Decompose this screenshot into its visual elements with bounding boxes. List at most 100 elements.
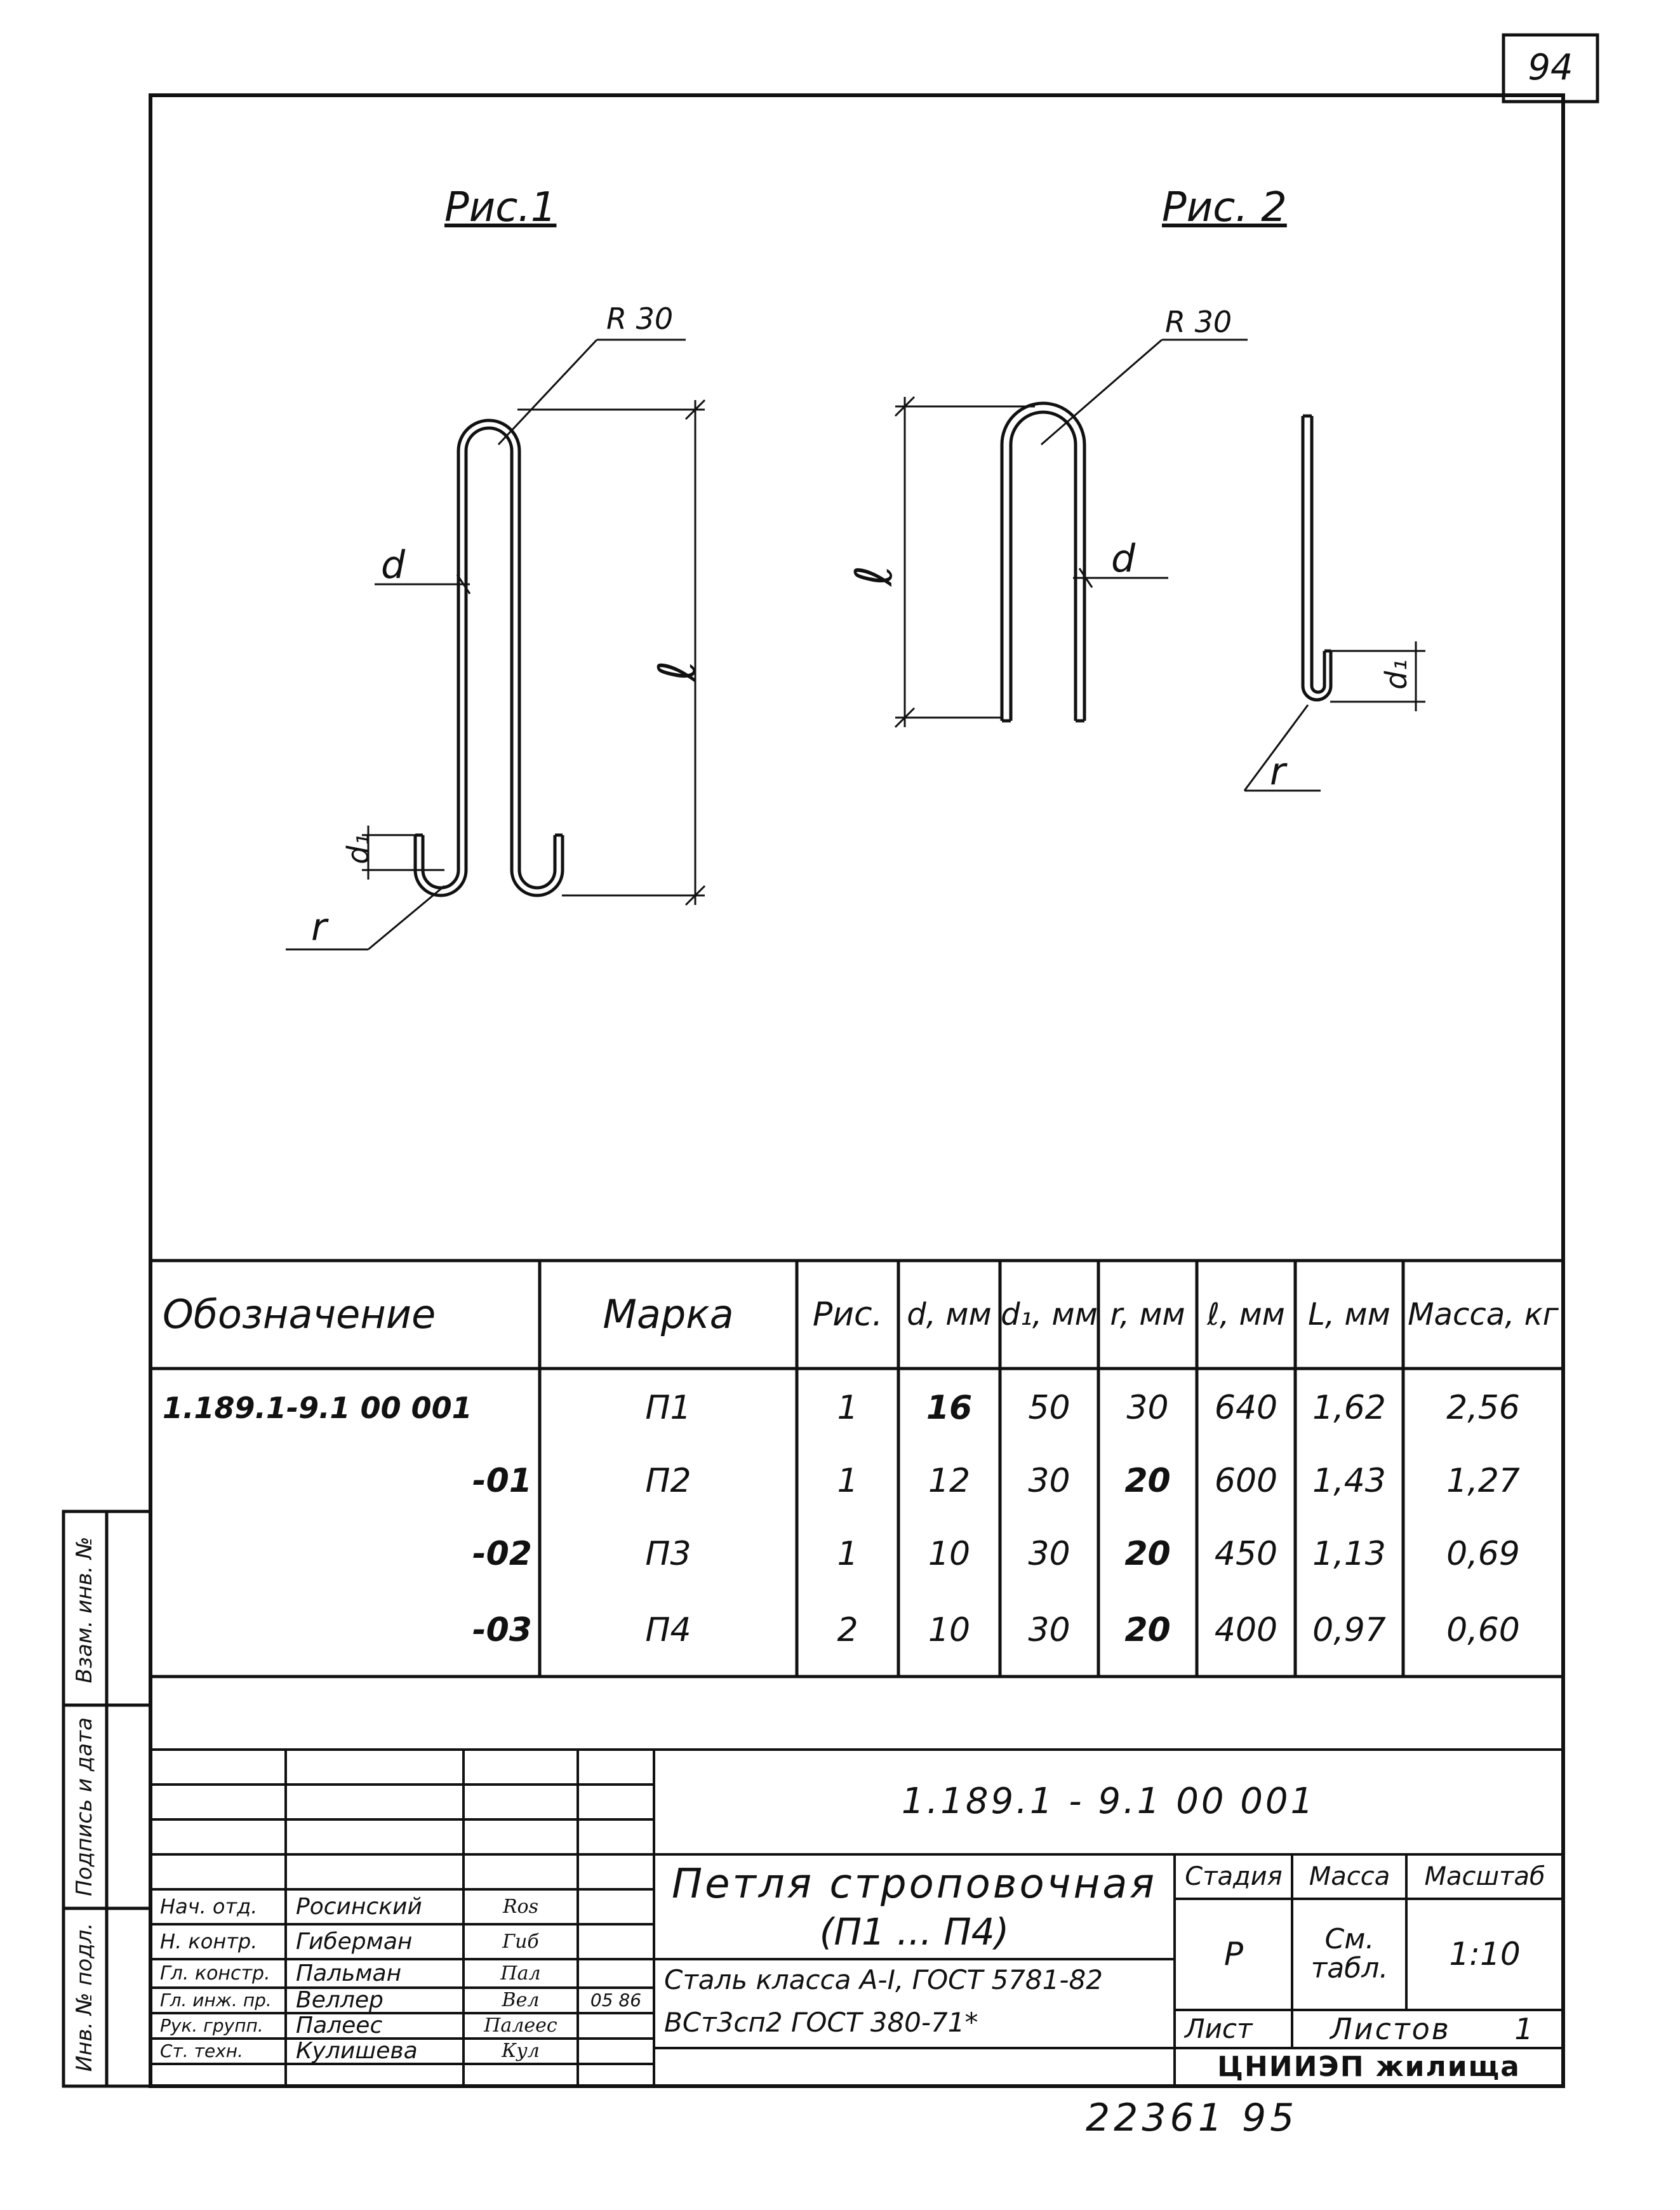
cell-L: 1,13 [1312, 1535, 1386, 1574]
staff-role: Рук. групп. [160, 2015, 263, 2037]
staff-signature: Пал [500, 1962, 541, 1985]
mass-label: Масса [1309, 1862, 1390, 1891]
figure-2-loop [1000, 401, 1086, 723]
sheet-frame [149, 93, 1565, 2088]
cell-mass: 1,27 [1446, 1462, 1520, 1501]
figure-1-l-label: ℓ [648, 660, 707, 682]
cell-l: 400 [1214, 1611, 1278, 1650]
staff-name: Росинский [296, 1893, 422, 1920]
scale-value: 1:10 [1449, 1935, 1521, 1972]
sheets-label: Листов [1330, 2011, 1451, 2046]
figure-2-l-label: ℓ [844, 565, 904, 587]
spec-table-grid [150, 1259, 1563, 1678]
cell-designation: -01 [472, 1462, 532, 1501]
document-title-line1: Петля строповочная [671, 1860, 1157, 1908]
cell-designation: 1.189.1-9.1 00 001 [163, 1391, 472, 1426]
staff-signature: Вел [502, 1989, 540, 2012]
cell-L: 1,43 [1312, 1462, 1386, 1501]
cell-r: 20 [1124, 1611, 1171, 1650]
figure-1-dimensions [286, 338, 706, 951]
cell-designation: -03 [472, 1611, 532, 1650]
staff-signature: Кул [502, 2040, 540, 2063]
header-d: d, мм [907, 1296, 992, 1332]
cell-l: 600 [1214, 1462, 1278, 1501]
corner-number: 94 [1528, 47, 1573, 89]
header-designation: Обозначение [163, 1291, 436, 1338]
cell-r: 20 [1124, 1462, 1171, 1501]
cell-L: 0,97 [1312, 1611, 1386, 1650]
header-mass: Масса, кг [1408, 1296, 1559, 1332]
cell-designation: -02 [472, 1535, 532, 1574]
staff-role: Гл. констр. [160, 1962, 270, 1985]
scale-label: Масштаб [1424, 1862, 1545, 1891]
header-L: L, мм [1308, 1296, 1390, 1332]
sheet-label: Лист [1185, 2012, 1253, 2044]
figure-1-r-label: r [311, 905, 327, 949]
figure-2-d1-label: d₁ [1378, 659, 1413, 690]
cell-d: 16 [926, 1389, 973, 1428]
staff-signature: Ros [502, 1895, 539, 1918]
cell-r: 30 [1126, 1389, 1169, 1428]
cell-figure: 2 [837, 1611, 858, 1650]
cell-r: 20 [1124, 1535, 1171, 1574]
side-stamp-grid [62, 1510, 152, 2088]
cell-l: 450 [1214, 1535, 1278, 1574]
staff-role: Ст. техн. [160, 2040, 243, 2062]
sheets-value: 1 [1514, 2011, 1533, 2046]
header-r: r, мм [1110, 1296, 1185, 1332]
material-line1: Сталь класса A-I, ГОСТ 5781-82 [664, 1964, 1103, 1995]
cell-mark: П4 [645, 1611, 691, 1650]
cell-d1: 30 [1028, 1535, 1070, 1574]
cell-figure: 1 [837, 1462, 858, 1501]
figure-2-side-view [1301, 414, 1333, 702]
figure-2-dimensions [894, 338, 1425, 792]
header-l: ℓ, мм [1207, 1296, 1285, 1332]
figure-2-d-label: d [1111, 537, 1136, 581]
cell-l: 640 [1214, 1389, 1278, 1428]
header-d1: d₁, мм [1001, 1296, 1098, 1332]
staff-name: Пальман [296, 1960, 402, 1986]
corner-number-box [1502, 33, 1599, 104]
mass-value: См. табл. [1310, 1922, 1389, 1985]
staff-role: Гл. инж. пр. [160, 1990, 272, 2011]
cell-figure: 1 [837, 1389, 858, 1428]
cell-d: 12 [928, 1462, 971, 1501]
stage-label: Стадия [1185, 1862, 1283, 1891]
stage-value: Р [1223, 1935, 1244, 1972]
cell-figure: 1 [837, 1535, 858, 1574]
cell-mass: 0,60 [1446, 1611, 1520, 1650]
staff-name: Кулишева [296, 2038, 418, 2065]
side-stamp-replacement: Взам. инв. № [72, 1536, 98, 1684]
figure-1-radius-label: R 30 [606, 302, 674, 336]
staff-signature: Палеес [484, 2014, 557, 2037]
material-line2: ВСт3сп2 ГОСТ 380-71* [664, 2006, 978, 2038]
document-title-line2: (П1 ... П4) [819, 1910, 1010, 1954]
figure-1-loop [413, 419, 564, 897]
cell-mass: 2,56 [1446, 1389, 1520, 1428]
header-mark: Марка [603, 1291, 734, 1338]
staff-name: Палеес [296, 2012, 383, 2039]
title-block-grid [150, 1748, 1563, 2086]
cell-d: 10 [928, 1611, 971, 1650]
figure-1-title: Рис.1 [444, 184, 557, 231]
staff-signature: Гиб [502, 1930, 539, 1953]
document-code: 1.189.1 - 9.1 00 001 [901, 1781, 1316, 1823]
staff-role: Н. контр. [160, 1929, 258, 1953]
organization-name: ЦНИИЭП жилища [1217, 2050, 1521, 2083]
figure-2-title: Рис. 2 [1162, 184, 1287, 231]
figure-2-r-label: r [1270, 749, 1286, 794]
cell-mark: П2 [645, 1462, 691, 1501]
staff-name: Веллер [296, 1987, 383, 2014]
approval-date: 05 86 [590, 1990, 642, 2011]
cell-d1: 50 [1028, 1389, 1070, 1428]
staff-role: Нач. отд. [160, 1894, 258, 1919]
cell-mark: П3 [645, 1535, 691, 1574]
bottom-archive-number: 22361 95 [1086, 2096, 1298, 2140]
cell-L: 1,62 [1312, 1389, 1386, 1428]
cell-mark: П1 [645, 1389, 691, 1428]
cell-d1: 30 [1028, 1611, 1070, 1650]
figure-1-d1-label: d₁ [340, 834, 375, 864]
header-figure: Рис. [812, 1295, 883, 1334]
cell-mass: 0,69 [1446, 1535, 1520, 1574]
